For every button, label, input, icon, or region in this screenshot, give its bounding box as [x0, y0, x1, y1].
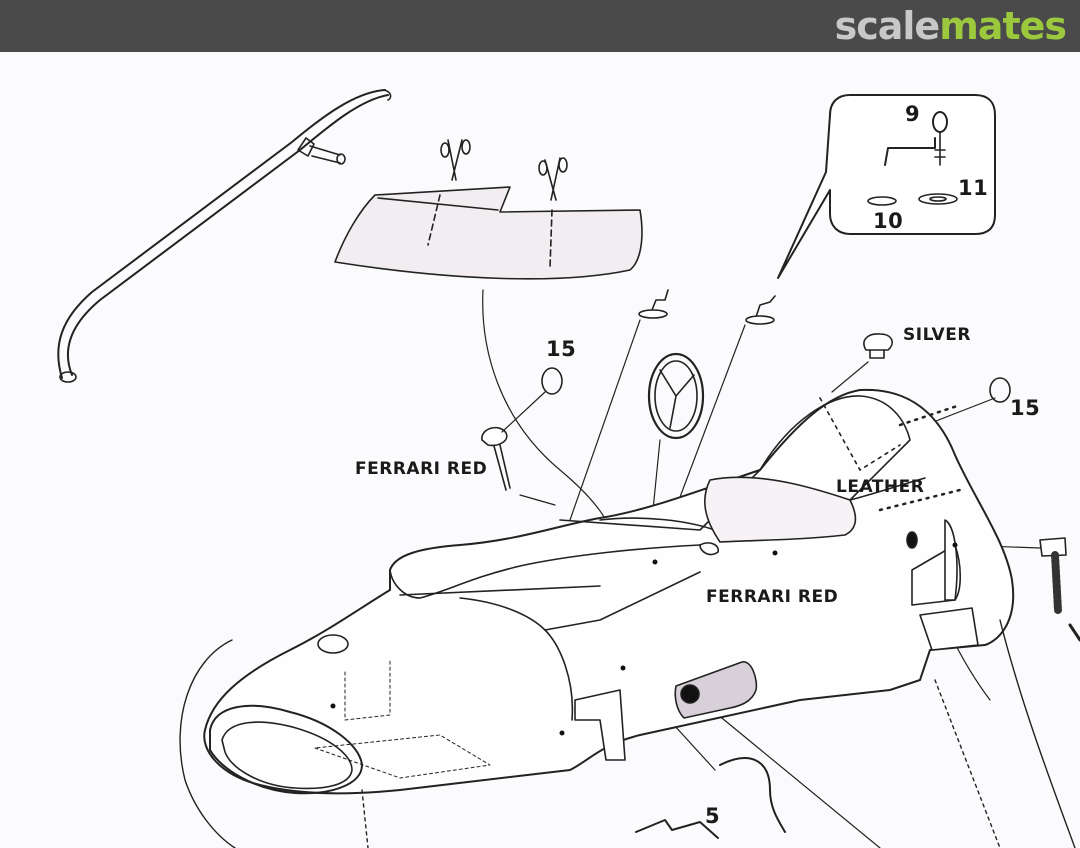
label-ferrari-red-2: FERRARI RED — [706, 587, 839, 607]
instruction-sheet: SILVER FERRARI RED LEATHER FERRARI RED 9… — [0, 52, 1080, 848]
part-number-11: 11 — [958, 176, 989, 200]
part-number-9: 9 — [905, 102, 921, 126]
label-ferrari-red-1: FERRARI RED — [355, 459, 488, 479]
site-header: scalemates — [0, 0, 1080, 52]
part-number-10: 10 — [873, 209, 904, 233]
assembly-diagram — [57, 89, 1080, 848]
side-mirror-left — [481, 426, 511, 491]
callout-box — [777, 94, 996, 279]
scissors-icon — [440, 139, 568, 201]
part-number-15-left: 15 — [546, 337, 577, 361]
windscreen-part — [334, 186, 643, 280]
mirror-parts — [638, 289, 893, 359]
lens-part-left — [541, 367, 563, 395]
lens-part-right — [989, 377, 1011, 403]
part-number-5: 5 — [705, 804, 721, 828]
label-leather: LEATHER — [836, 477, 925, 497]
outline-curves — [179, 619, 1076, 848]
part-5-rod — [635, 757, 786, 839]
label-silver: SILVER — [903, 325, 971, 345]
filler-cap-part — [1039, 537, 1080, 642]
steering-wheel-part — [647, 352, 705, 440]
scalemates-logo[interactable]: scalemates — [834, 4, 1067, 48]
part-number-15-right: 15 — [1010, 396, 1041, 420]
car-body — [203, 388, 1015, 795]
exhaust-pipe-part — [57, 89, 392, 383]
